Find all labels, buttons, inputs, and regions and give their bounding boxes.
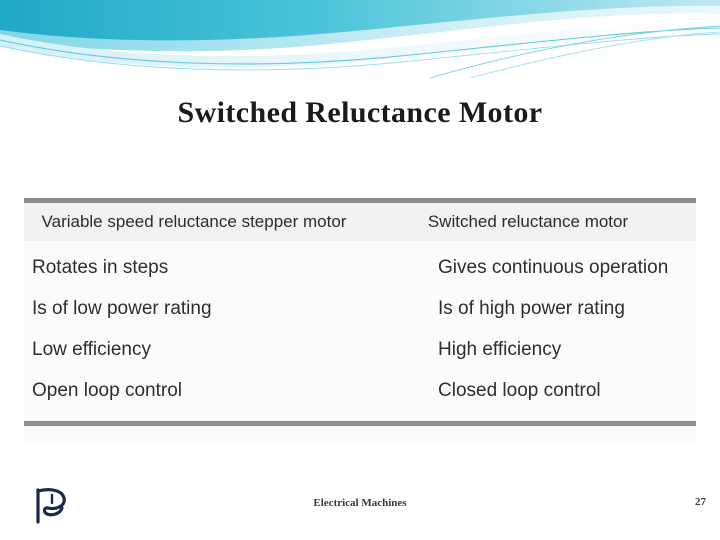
table-bottom-rule <box>24 421 696 426</box>
table-bottom-spacer <box>24 426 696 444</box>
table-cell-right: High efficiency <box>438 338 562 360</box>
table-body: Rotates in steps Gives continuous operat… <box>24 241 696 421</box>
table-top-rule <box>24 198 696 203</box>
table-header-cell-left: Variable speed reluctance stepper motor <box>41 212 347 231</box>
table-cell-left: Rotates in steps <box>32 256 169 278</box>
page-number: 27 <box>695 496 706 508</box>
table-row: Low efficiency High efficiency <box>24 329 696 370</box>
table-cell-right: Gives continuous operation <box>438 256 669 278</box>
decorative-header-banner <box>0 0 720 78</box>
table-cell-left: Open loop control <box>32 379 182 401</box>
table-cell-right: Is of high power rating <box>438 297 625 319</box>
table-cell-right: Closed loop control <box>438 379 601 401</box>
footer-text: Electrical Machines <box>313 497 407 509</box>
p-monogram-logo <box>30 486 76 526</box>
logo-icon <box>36 488 66 524</box>
slide-title: Switched Reluctance Motor <box>177 96 543 129</box>
comparison-table: Variable speed reluctance stepper motor … <box>24 198 696 444</box>
table-header-row: Variable speed reluctance stepper motor … <box>24 203 696 241</box>
table-row: Rotates in steps Gives continuous operat… <box>24 247 696 288</box>
table-cell-left: Is of low power rating <box>32 297 212 319</box>
table-header-cell-right: Switched reluctance motor <box>427 212 629 231</box>
table-cell-left: Low efficiency <box>32 338 151 360</box>
table-row: Open loop control Closed loop control <box>24 370 696 411</box>
banner-swoosh-graphic <box>0 0 720 78</box>
table-row: Is of low power rating Is of high power … <box>24 288 696 329</box>
